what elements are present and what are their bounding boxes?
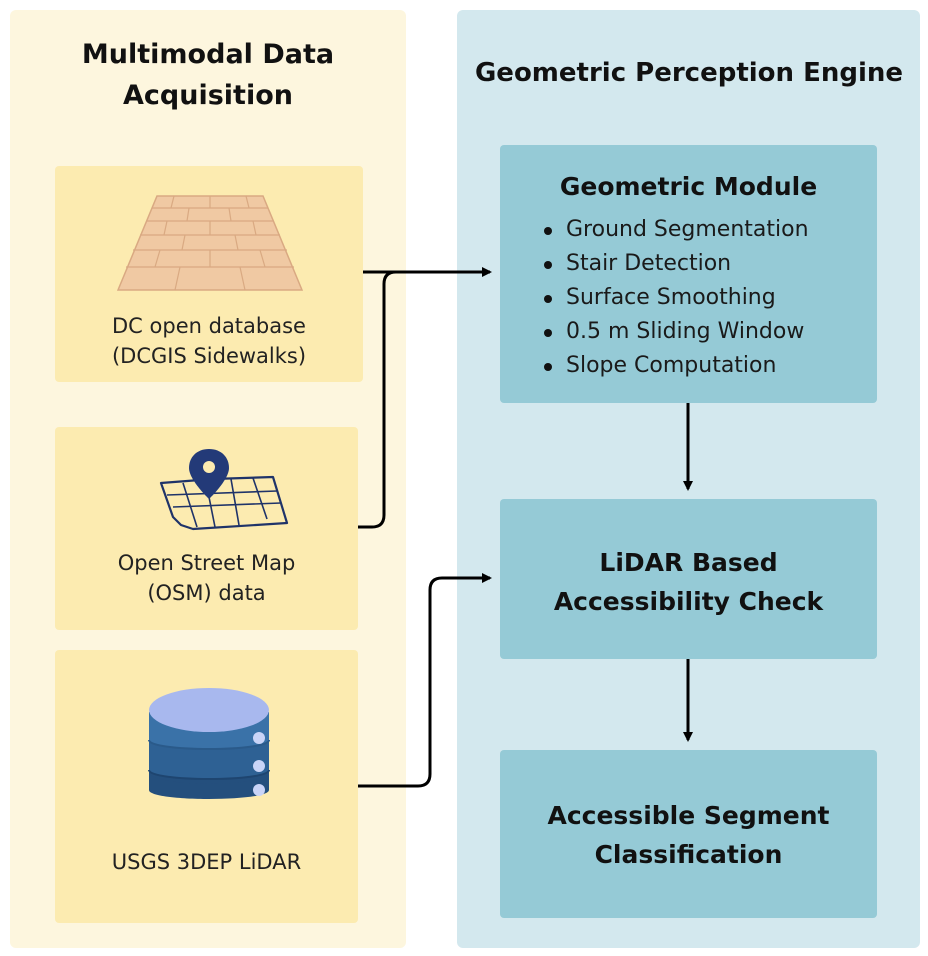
- lidar-title-line2: Accessibility Check: [553, 587, 824, 616]
- map-pin-icon: [159, 449, 289, 531]
- geometric-module-step: Slope Computation: [524, 349, 809, 383]
- data-acquisition-title-line1: Multimodal Data: [81, 39, 335, 70]
- lidar-accessibility-check-box: LiDAR Based Accessibility Check: [500, 499, 877, 659]
- classification-title-line1: Accessible Segment: [547, 801, 830, 830]
- source-card-osm: Open Street Map (OSM) data: [55, 427, 358, 630]
- geometric-module-title: Geometric Module: [559, 172, 818, 201]
- database-icon: [148, 688, 270, 799]
- connector-osm-to-geometric: [358, 270, 420, 529]
- geometric-module-step: 0.5 m Sliding Window: [524, 315, 809, 349]
- source-card-osm-label-line1: Open Street Map: [117, 551, 296, 575]
- geometric-module-step: Surface Smoothing: [524, 281, 809, 315]
- perception-engine-title: Geometric Perception Engine: [474, 58, 904, 88]
- geometric-module-steps: Ground Segmentation Stair Detection Surf…: [524, 213, 809, 383]
- lidar-accessibility-check-title: LiDAR Based Accessibility Check: [500, 543, 877, 621]
- geometric-module-box: Geometric Module Ground Segmentation Sta…: [500, 145, 877, 403]
- geometric-module-step: Stair Detection: [524, 247, 809, 281]
- source-card-dc: DC open database (DCGIS Sidewalks): [55, 166, 363, 382]
- geometric-module-step: Ground Segmentation: [524, 213, 809, 247]
- data-acquisition-title-line2: Acquisition: [123, 80, 293, 111]
- data-acquisition-title: Multimodal Data Acquisition: [30, 34, 386, 116]
- lidar-title-line1: LiDAR Based: [599, 548, 778, 577]
- source-card-dc-label-line1: DC open database: [112, 314, 306, 338]
- source-card-usgs: USGS 3DEP LiDAR: [55, 650, 358, 923]
- segment-classification-box: Accessible Segment Classification: [500, 750, 877, 918]
- sidewalk-icon: [117, 195, 303, 291]
- source-card-dc-label-line2: (DCGIS Sidewalks): [111, 344, 307, 368]
- source-card-usgs-label: USGS 3DEP LiDAR: [111, 850, 302, 874]
- arrow-usgs-to-lidar: [358, 573, 492, 788]
- classification-title-line2: Classification: [594, 840, 783, 869]
- segment-classification-title: Accessible Segment Classification: [500, 796, 877, 874]
- source-card-osm-label-line2: (OSM) data: [147, 581, 266, 605]
